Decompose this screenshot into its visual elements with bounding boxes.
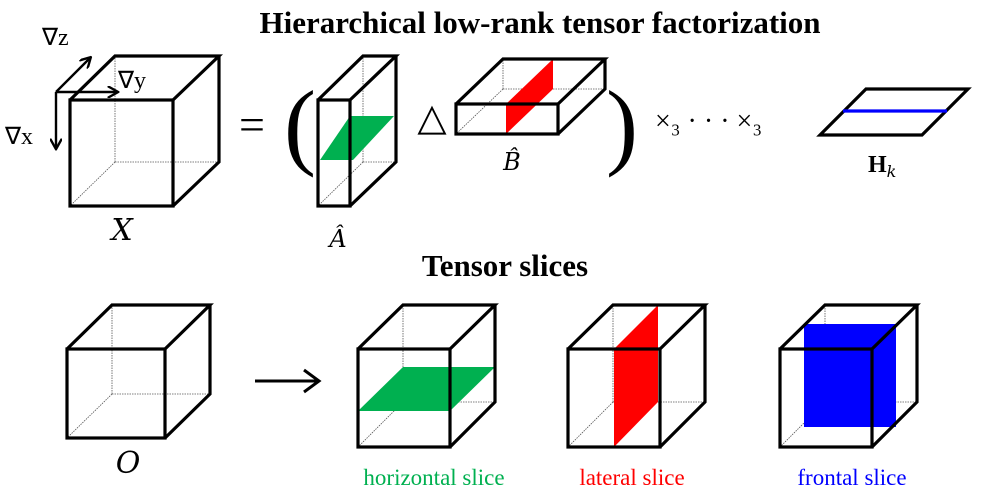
right-arrow-icon: [255, 368, 322, 394]
source-cube: [65, 303, 214, 440]
source-cube-label: O: [116, 446, 141, 481]
diagram-title: Hierarchical low-rank tensor factorizati…: [259, 5, 820, 40]
operator-triangle: △: [417, 97, 447, 139]
horizontal-slice-label: horizontal slice: [363, 465, 504, 490]
factor-b-slab: [454, 57, 609, 136]
frontal-slice-cube: [778, 303, 921, 449]
horizontal-slice-fill: [358, 367, 495, 411]
lateral-slice-cube: [566, 303, 709, 449]
horizontal-slice-fill: [320, 116, 394, 160]
open-paren: (: [284, 71, 316, 178]
axis-y-label: ∇y: [117, 68, 146, 94]
equals-sign: =: [239, 99, 265, 150]
frontal-slice-label: frontal slice: [797, 465, 906, 490]
h-matrix-plane: [816, 87, 972, 137]
factor-a-label: Â: [327, 224, 346, 253]
section-subtitle: Tensor slices: [422, 248, 588, 283]
h-k-label: Hk: [868, 152, 896, 181]
mode-product: ×₃ · · · ×₃: [655, 106, 762, 137]
factor-b-label: B̂: [502, 148, 521, 176]
axis-x-label: ∇x: [4, 124, 33, 150]
horizontal-slice-cube: [356, 303, 499, 449]
close-paren: ): [606, 71, 638, 178]
lateral-slice-fill: [506, 59, 553, 134]
lateral-slice-fill: [614, 305, 658, 447]
axes-arrows: [56, 58, 117, 148]
lateral-slice-label: lateral slice: [579, 465, 684, 490]
axis-z-label: ∇z: [41, 25, 69, 51]
factor-a-slab: [316, 54, 400, 208]
tensor-x-cube: [68, 54, 223, 208]
tensor-x-label: X: [109, 213, 134, 248]
